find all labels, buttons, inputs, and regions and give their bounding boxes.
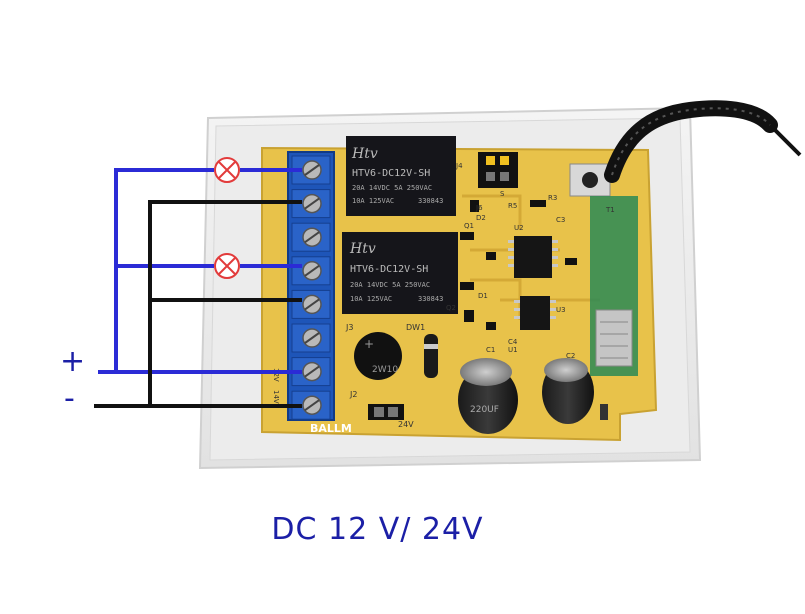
relay-2: Htv HTV6-DC12V-SH 20A 14VDC 5A 250VAC 10… [342,232,458,314]
silk-c2: C2 [566,352,575,360]
relay-1-rating2: 10A 125VAC [352,197,394,205]
silk-24v: 24V [398,420,414,429]
relay-2-rating2: 10A 125VAC [350,295,392,303]
terminal-screw-slot [304,298,320,311]
lamp-icon [214,157,240,183]
svg-text:2W10: 2W10 [372,365,398,375]
capacitor-label: 220UF [470,405,499,415]
relay-2-rating1: 20A 14VDC 5A 250VAC [350,281,430,289]
relay-1-model: HTV6-DC12V-SH [352,168,430,179]
relay-2-model: HTV6-DC12V-SH [350,264,428,275]
silk-u3: U3 [556,306,566,314]
silk-d1: D1 [478,292,488,300]
relay-1-brand: Htv [351,146,378,162]
silk-s: S [500,190,505,198]
svg-text:+: + [364,337,374,351]
silk-t1: T1 [605,206,615,214]
silkscreen: U1 U2 U3 C1 C2 C3 C4 Q1 Q2 D1 D2 R3 R5 J… [272,162,615,404]
silk-j3: J3 [345,323,353,332]
relay-2-code: 330843 [418,295,443,303]
silk-brand: BALLM [310,422,352,435]
terminal-screw-slot [304,164,320,176]
lamp-icon-2 [214,253,240,279]
jumper-j2 [368,404,404,420]
terminal-screw-slot [304,332,320,344]
silk-j6: J6 [475,204,483,212]
silk-r3: R3 [548,194,557,202]
terminal-block [287,151,335,421]
silk-dw1: DW1 [406,323,425,332]
terminal-screw-slot [304,197,320,210]
silk-j4: J4 [455,162,463,170]
wire-negative-bus [148,200,302,408]
voltage-caption: DC 12 V/ 24V [271,512,484,547]
button-icon [569,163,611,197]
relay-2-brand: Htv [349,241,376,257]
terminal-screw-slot [304,399,320,412]
silk-d2: D2 [476,214,486,222]
silk-q1: Q1 [464,222,474,230]
antenna-coil-icon [604,100,802,183]
relay-1: Htv HTV6-DC12V-SH 20A 14VDC 5A 250VAC 10… [346,136,456,216]
rf-module [590,196,638,376]
bridge-rectifier-icon: + 2W10 [354,332,402,380]
diode-icon [424,334,438,378]
silk-12v: 12V [272,368,280,382]
ic-u3 [514,296,556,330]
silk-c4: C4 [508,338,518,346]
silk-c3: C3 [556,216,565,224]
silk-u1: U1 [508,346,518,354]
terminal-screw-slot [304,231,320,244]
negative-sign: - [64,381,75,416]
silk-14v: 14V [272,390,280,404]
small-components [460,200,608,420]
silk-c1: C1 [486,346,495,354]
silk-r5: R5 [508,202,517,210]
terminal-screw-slot [304,264,320,277]
positive-sign: + [60,344,86,379]
jumper-j4 [478,152,518,188]
wire-positive-bus [114,168,214,374]
silk-q2: Q2 [446,304,456,312]
capacitor-icon: 220UF [458,358,518,434]
terminal-screw-slot [304,365,320,378]
silk-u2: U2 [514,224,524,232]
capacitor-icon-2 [542,358,594,424]
wires [94,168,302,408]
silk-j2: J2 [349,390,357,399]
relay-1-rating1: 20A 14VDC 5A 250VAC [352,184,432,192]
relay-1-code: 330843 [418,197,443,205]
ic-u2 [508,236,558,278]
